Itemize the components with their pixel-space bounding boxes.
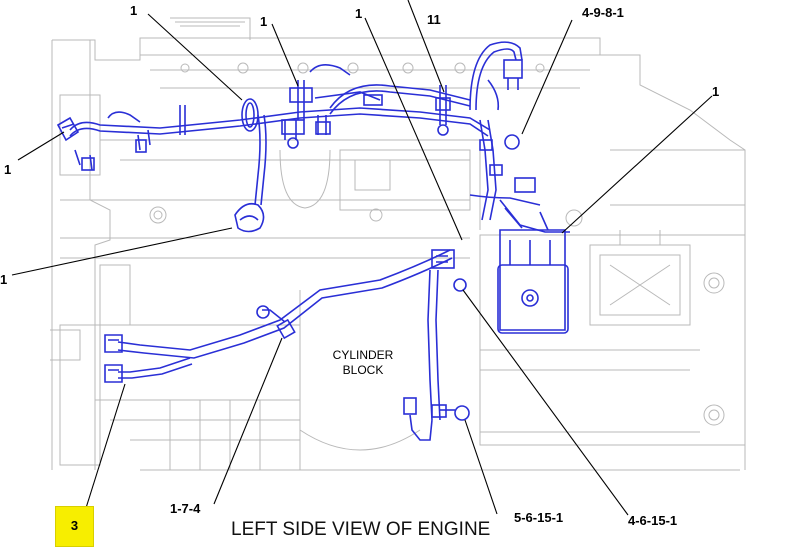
sheet-number: 3 [70,518,79,533]
cylinder-block-label-line1: CYLINDER [333,348,394,362]
callout-1-left-lower: 1 [0,272,7,287]
callout-11: 11 [427,12,441,27]
engine-outline [50,17,746,471]
callout-1-right: 1 [712,84,719,99]
callout-1-top-center: 1 [260,14,267,29]
callout-1-7-4: 1-7-4 [170,501,201,516]
callout-4-9-8-1: 4-9-8-1 [582,5,624,20]
callout-5-6-15-1: 5-6-15-1 [514,510,563,525]
cylinder-block-label-line2: BLOCK [343,363,384,377]
callout-1-top-left: 1 [130,3,137,18]
wiring-harness [56,41,570,441]
callout-labels: 1 1 1 11 4-9-8-1 1 1 1 1-7-4 5-6-15-1 4-… [0,3,719,528]
view-title: LEFT SIDE VIEW OF ENGINE [231,519,490,540]
leader-lines [11,0,713,516]
callout-4-6-15-1: 4-6-15-1 [628,513,677,528]
callout-1-top-right: 1 [355,6,362,21]
callout-1-left: 1 [4,162,11,177]
sheet-number-badge: 3 [55,506,94,547]
